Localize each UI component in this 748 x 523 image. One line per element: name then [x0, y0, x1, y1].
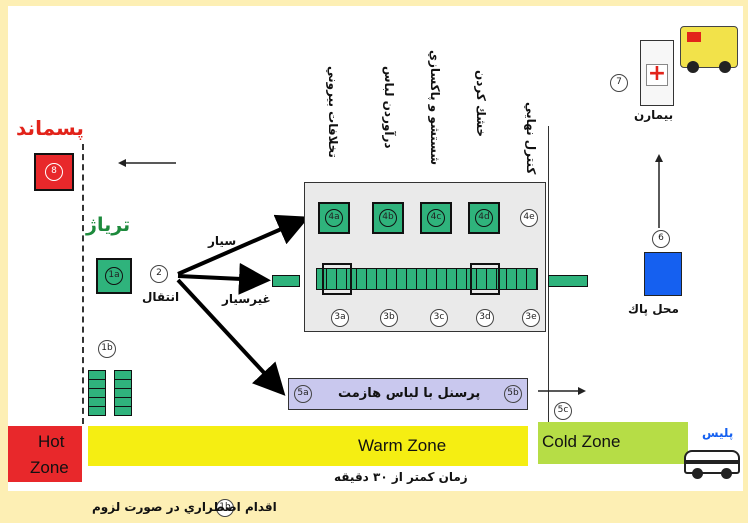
gurney-entry [272, 275, 300, 287]
warm-zone-label: Warm Zone [358, 436, 446, 456]
police-label: پليس [702, 426, 733, 440]
badge-3d: 3d [476, 309, 494, 327]
conveyor-frame-1 [322, 263, 352, 295]
cold-zone-label: Cold Zone [542, 432, 620, 452]
step-badge-4d: 4d [475, 209, 493, 227]
hospital-label: بيمارن [634, 108, 673, 122]
badge-3e: 3e [522, 309, 540, 327]
warm-zone [88, 426, 528, 466]
nonwalking-label: غيرسيار [222, 292, 271, 306]
conveyor-frame-2 [470, 263, 500, 295]
badge-3c: 3c [430, 309, 448, 327]
final-control-label: كنترل نهايي [524, 102, 538, 174]
final-control-badge: 4e [520, 209, 538, 227]
time-note: زمان كمتر از ۳۰ دقيقه [334, 470, 468, 484]
gurney-exit [548, 275, 588, 287]
clean-area-box [644, 252, 682, 296]
ambulance-icon [680, 26, 738, 68]
staff-exit-arrow [538, 384, 588, 398]
staff-badge-5a: 5a [294, 385, 312, 403]
step-badge-4a: 4a [325, 209, 343, 227]
walking-label: سيار [208, 234, 236, 248]
clean-area-badge: 6 [652, 230, 670, 248]
step-label-4d: خشك كردن [474, 70, 488, 137]
hot-zone-line1: Hot [38, 432, 64, 452]
step-badge-4b: 4b [379, 209, 397, 227]
step-badge-4c: 4c [427, 209, 445, 227]
gurney-1b-b [114, 370, 132, 416]
badge-1b: 1b [98, 340, 116, 358]
hospital-cross-icon: + [646, 64, 668, 86]
footnote-text: اقدام اضطراري در صورت لزوم [92, 500, 277, 514]
step-label-4b: درآوردن لباس [382, 66, 396, 149]
arrow-to-hospital [652, 154, 666, 228]
clean-area-label: محل پاك [628, 302, 679, 316]
hospital-badge: 7 [610, 74, 628, 92]
staff-badge-5b: 5b [504, 385, 522, 403]
staff-exit-badge: 5c [554, 402, 572, 420]
police-car-icon [684, 450, 740, 474]
badge-3b: 3b [380, 309, 398, 327]
step-label-4a: تخلافات بيروني [326, 66, 340, 158]
diagram-canvas: پسماند 8 ترياژ 1a 2 انتقال سيار غيرسيار … [8, 6, 743, 491]
badge-3a: 3a [331, 309, 349, 327]
gurney-1b-a [88, 370, 106, 416]
hot-zone-line2: Zone [30, 458, 69, 478]
step-label-4c: شستشو و پاكسازي [428, 50, 442, 165]
staff-label: پرسنل با لباس هازمت [338, 386, 480, 401]
